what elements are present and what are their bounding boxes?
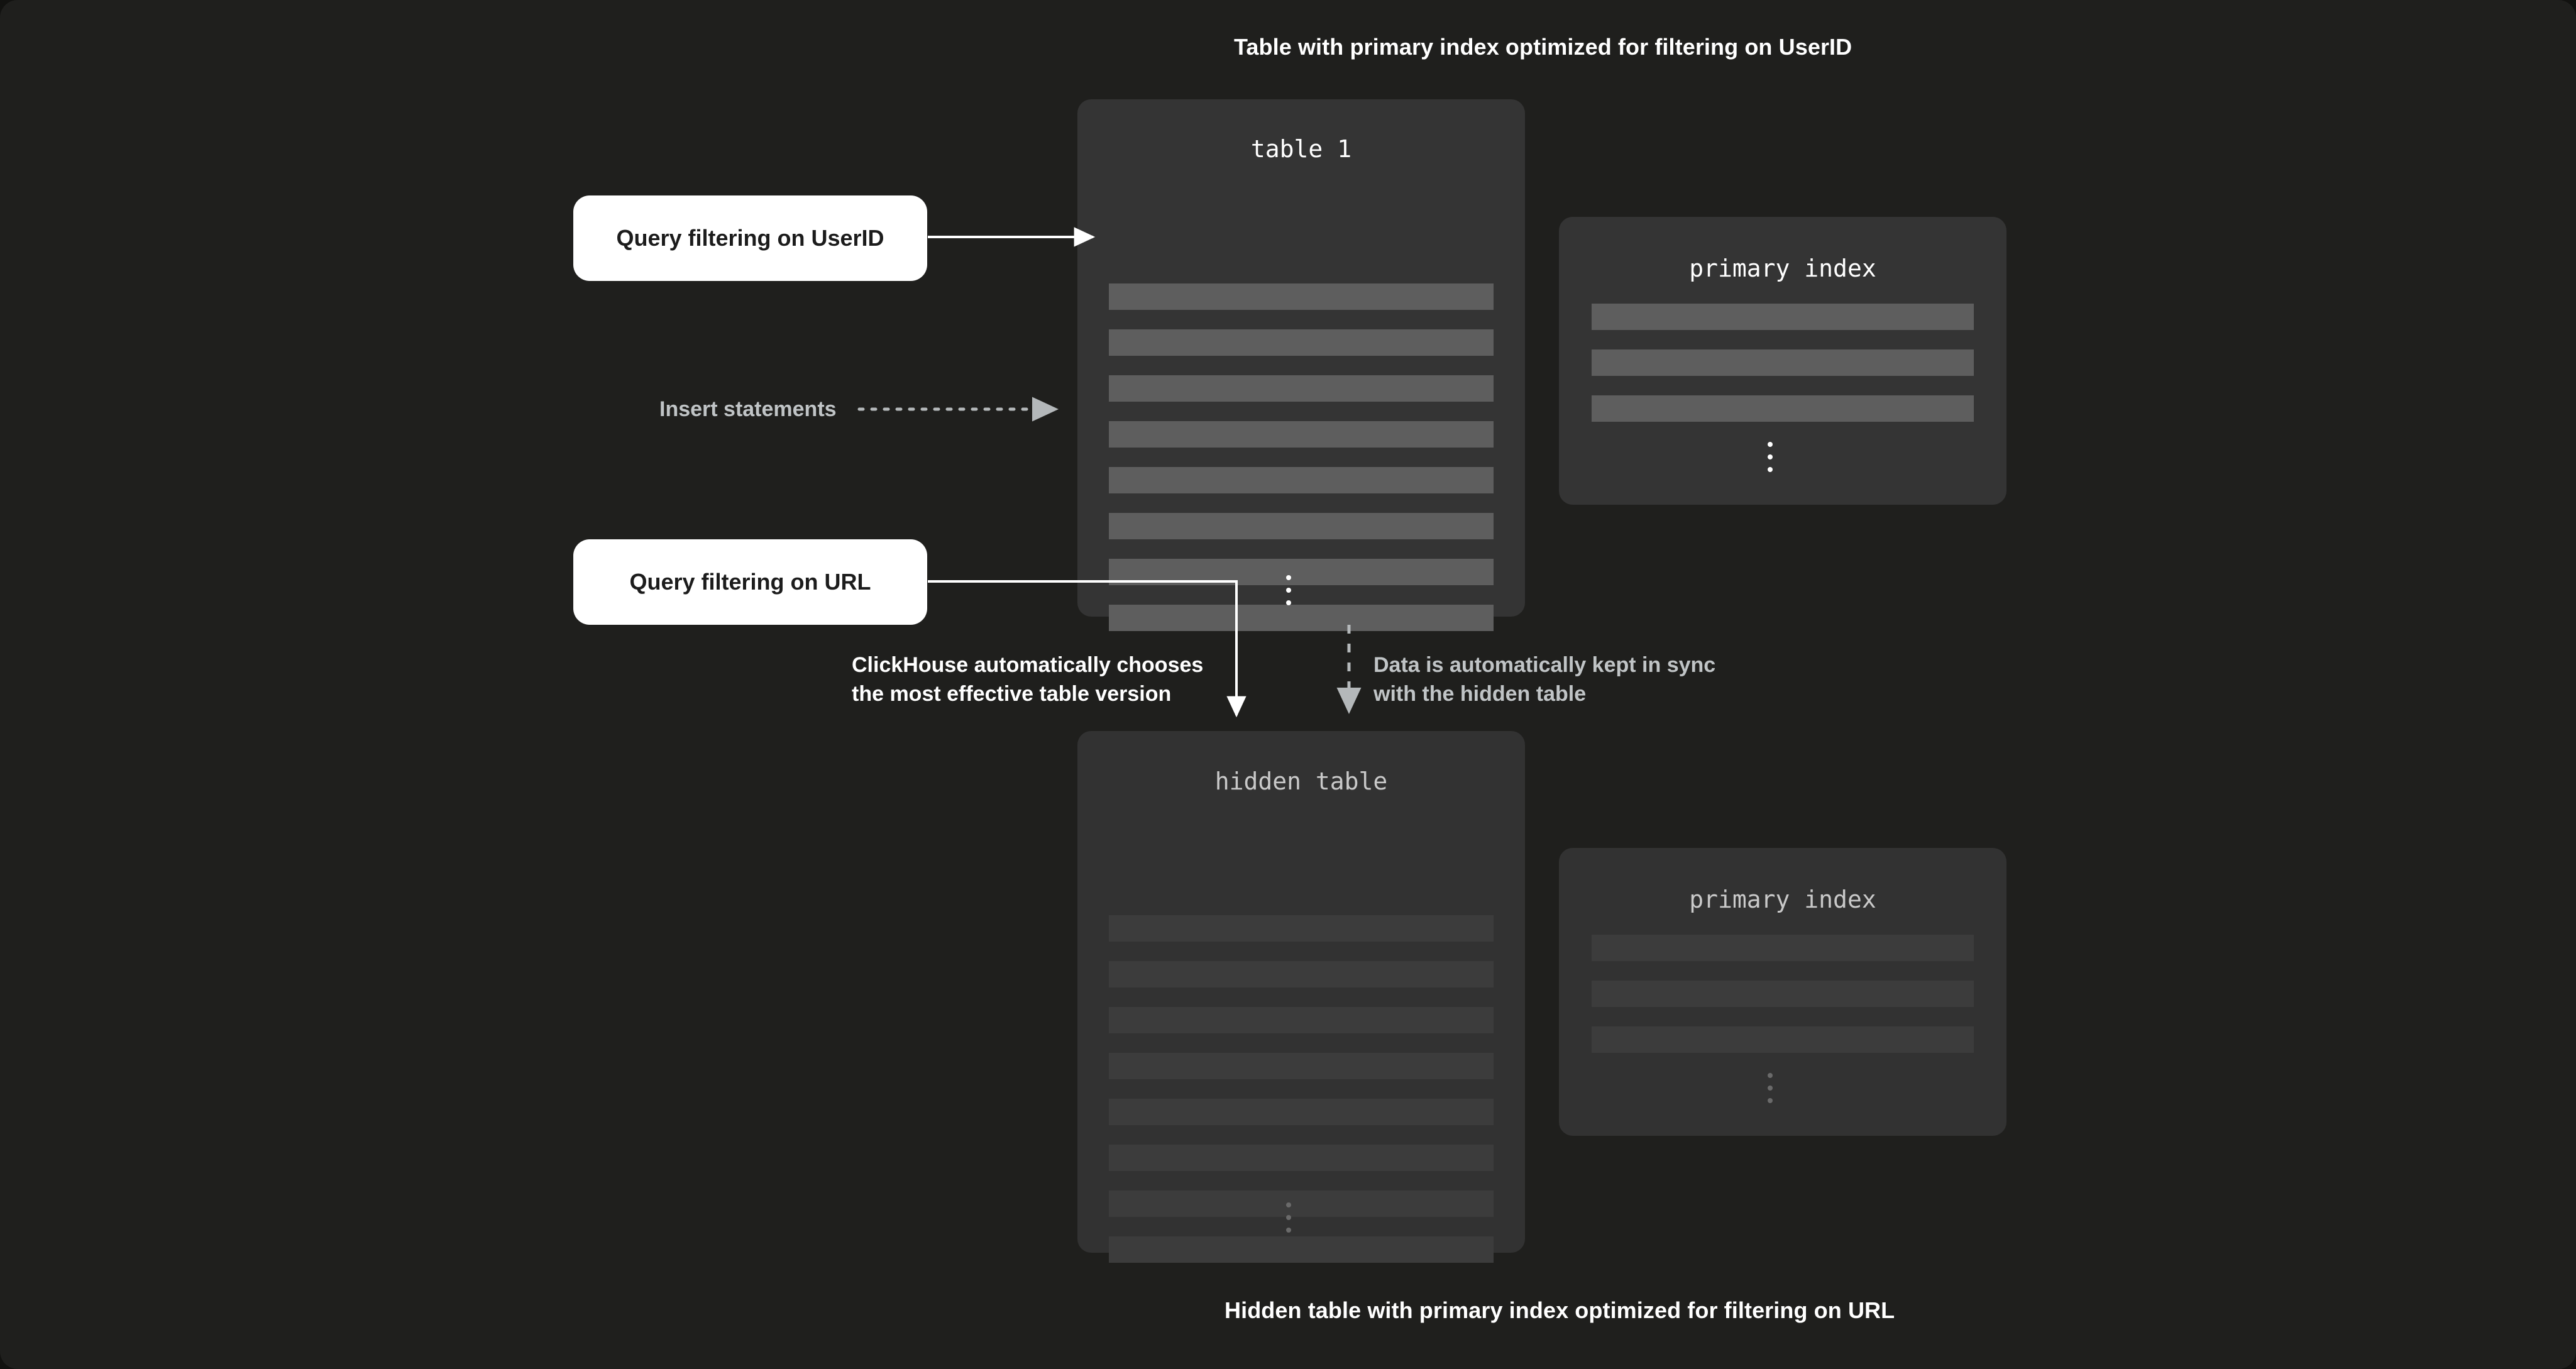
table-row bbox=[1109, 1007, 1494, 1033]
table-row bbox=[1109, 605, 1494, 631]
table-1-title: table 1 bbox=[1250, 135, 1352, 163]
table-1-panel[interactable]: table 1 bbox=[1077, 99, 1525, 631]
primary-index-bottom-ellipsis-icon bbox=[1768, 1073, 1773, 1103]
primary-index-top-rows bbox=[1592, 304, 1974, 441]
table-row bbox=[1109, 1145, 1494, 1171]
table-row bbox=[1109, 1236, 1494, 1263]
table-1-ellipsis-icon bbox=[1286, 575, 1291, 605]
label-choose-note: ClickHouse automatically chooses the mos… bbox=[852, 653, 1204, 706]
caption-top: Table with primary index optimized for f… bbox=[1234, 34, 1852, 60]
table-row bbox=[1109, 1099, 1494, 1125]
table-row bbox=[1109, 375, 1494, 402]
primary-index-bottom-title: primary index bbox=[1689, 886, 1876, 913]
primary-index-top-panel[interactable]: primary index bbox=[1559, 217, 2006, 505]
table-row bbox=[1109, 421, 1494, 448]
callout-query-filtering-url[interactable]: Query filtering on URL bbox=[573, 539, 927, 625]
index-row bbox=[1592, 1026, 1974, 1053]
hidden-table-title: hidden table bbox=[1214, 767, 1388, 795]
index-row bbox=[1592, 935, 1974, 961]
callout-query-filtering-userid-label: Query filtering on UserID bbox=[616, 225, 884, 251]
table-row bbox=[1109, 559, 1494, 585]
table-row bbox=[1109, 467, 1494, 493]
primary-index-bottom-rows bbox=[1592, 935, 1974, 1072]
index-row bbox=[1592, 304, 1974, 330]
label-sync-note: Data is automatically kept in sync with … bbox=[1373, 653, 1716, 706]
primary-index-bottom-panel[interactable]: primary index bbox=[1559, 848, 2006, 1136]
index-row bbox=[1592, 349, 1974, 376]
table-row bbox=[1109, 961, 1494, 987]
table-row bbox=[1109, 915, 1494, 942]
index-row bbox=[1592, 395, 1974, 422]
hidden-table-ellipsis-icon bbox=[1286, 1202, 1291, 1233]
hidden-table-panel[interactable]: hidden table bbox=[1077, 731, 1525, 1263]
primary-index-top-title: primary index bbox=[1689, 255, 1876, 282]
table-row bbox=[1109, 283, 1494, 310]
hidden-table-rows bbox=[1109, 915, 1494, 1282]
index-row bbox=[1592, 981, 1974, 1007]
table-1-rows bbox=[1109, 283, 1494, 651]
callout-query-filtering-userid[interactable]: Query filtering on UserID bbox=[573, 195, 927, 281]
label-insert-statements: Insert statements bbox=[659, 397, 837, 421]
table-row bbox=[1109, 1053, 1494, 1079]
table-row bbox=[1109, 513, 1494, 539]
primary-index-top-ellipsis-icon bbox=[1768, 442, 1773, 472]
table-row bbox=[1109, 1190, 1494, 1217]
table-row bbox=[1109, 329, 1494, 356]
callout-query-filtering-url-label: Query filtering on URL bbox=[629, 569, 871, 595]
caption-bottom: Hidden table with primary index optimize… bbox=[1225, 1297, 1895, 1323]
